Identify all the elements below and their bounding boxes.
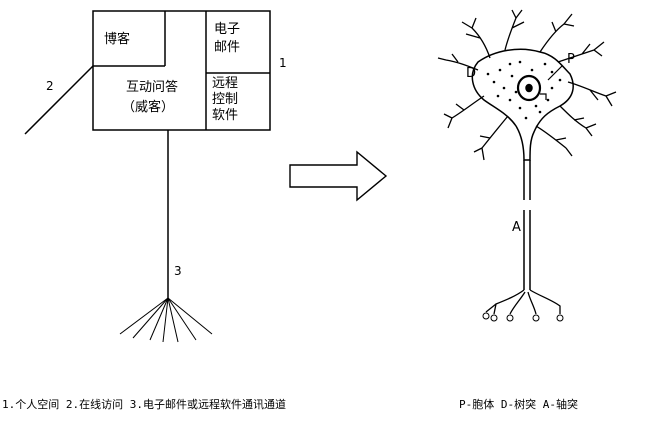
label-p: P xyxy=(567,52,575,67)
right-caption: P-胞体 D-树突 A-轴突 xyxy=(459,398,578,411)
label-1: 1 xyxy=(279,56,287,70)
left-structure xyxy=(24,10,271,343)
label-3: 3 xyxy=(174,264,182,278)
label-d: D xyxy=(466,66,477,81)
qa-label-line2: （威客） xyxy=(122,100,175,115)
blog-label: 博客 xyxy=(104,32,131,47)
soma-marker xyxy=(540,93,547,100)
terminal-boutons xyxy=(482,312,564,322)
nucleus xyxy=(516,74,542,102)
neuron-drawing xyxy=(437,9,617,322)
arrow-right-icon xyxy=(289,150,388,202)
cell-body xyxy=(471,48,574,161)
personal-space-box xyxy=(92,10,271,131)
axon-terminals xyxy=(485,289,561,315)
online-access-line xyxy=(24,65,94,135)
nucleolus xyxy=(525,83,533,93)
remote-label-line2: 控制 xyxy=(212,92,239,107)
dendrites xyxy=(437,9,617,161)
email-label-line1: 电子 xyxy=(214,22,241,37)
remote-label-line1: 远程 xyxy=(212,76,239,91)
qa-label-line1: 互动问答 xyxy=(126,80,179,95)
label-a: A xyxy=(512,220,521,235)
email-label-line2: 邮件 xyxy=(214,40,241,55)
p-pointer-line xyxy=(547,65,563,81)
left-caption: 1.个人空间 2.在线访问 3.电子邮件或远程软件通讯通道 xyxy=(2,398,286,411)
label-2: 2 xyxy=(46,79,54,93)
remote-label-line3: 软件 xyxy=(212,108,239,123)
root-fan xyxy=(119,297,213,343)
cytoplasm-dots xyxy=(486,60,562,120)
